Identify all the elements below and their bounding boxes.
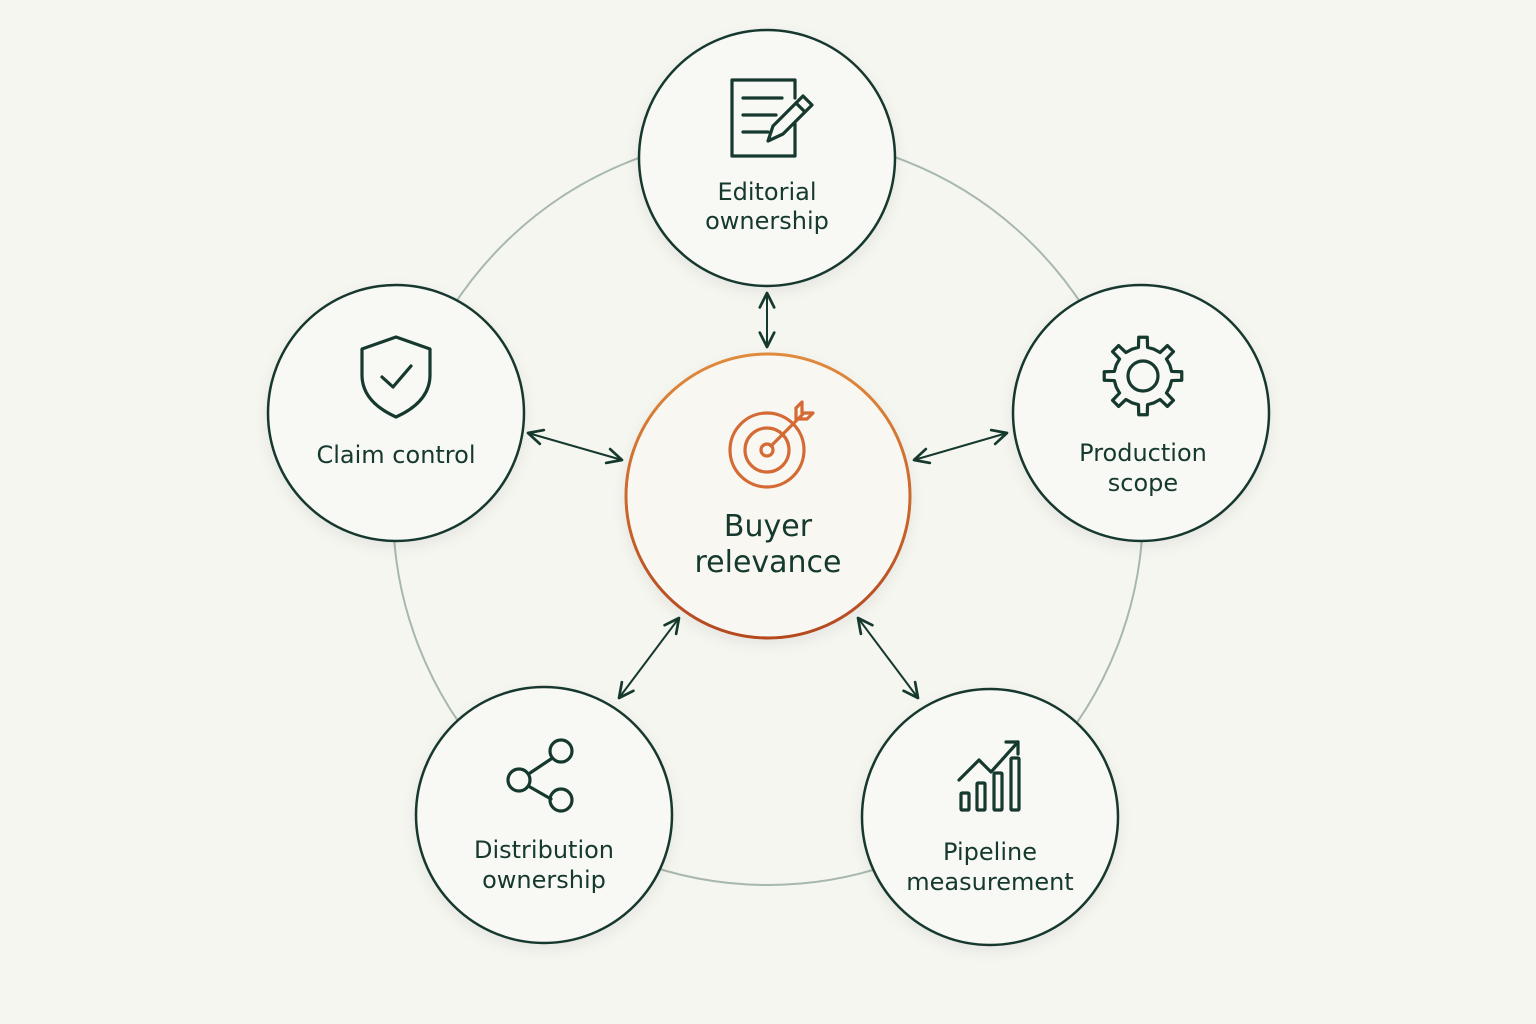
node-label-line1: Pipeline — [943, 838, 1037, 866]
connector-distribution — [617, 616, 681, 700]
node-label-line2: ownership — [482, 866, 606, 894]
node-editorial-ownership: Editorial ownership — [637, 28, 897, 288]
share-icon — [506, 738, 574, 813]
center-circle — [624, 352, 912, 640]
growth-chart-icon — [957, 740, 1021, 812]
node-label-line1: Production — [1079, 439, 1207, 467]
center-label-line2: relevance — [694, 545, 841, 580]
node-circle — [266, 283, 526, 543]
node-claim-control: Claim control — [266, 283, 526, 543]
node-production-scope: Production scope — [1011, 283, 1271, 543]
connectors — [526, 291, 1009, 700]
node-label-line1: Distribution — [474, 836, 614, 864]
node-circle — [414, 685, 674, 945]
target-icon — [728, 400, 815, 489]
connector-pipeline — [856, 616, 920, 700]
document-edit-icon — [730, 78, 814, 158]
connector-claim — [526, 428, 624, 465]
center-label-line1: Buyer — [724, 509, 813, 544]
node-label-line1: Editorial — [717, 178, 816, 206]
connector-production — [912, 428, 1009, 465]
node-label-line2: scope — [1108, 469, 1178, 497]
node-label-line2: ownership — [705, 207, 829, 235]
gear-icon — [1102, 335, 1184, 417]
node-pipeline-measurement: Pipeline measurement — [860, 687, 1120, 947]
gear-teeth-outline — [1102, 335, 1184, 417]
node-buyer-relevance: Buyer relevance — [624, 352, 912, 640]
node-circle — [1011, 283, 1271, 543]
node-circle — [637, 28, 897, 288]
node-label-line2: measurement — [906, 868, 1073, 896]
node-label-line1: Claim control — [317, 441, 476, 469]
shield-check-icon — [360, 335, 432, 419]
node-distribution-ownership: Distribution ownership — [414, 685, 674, 945]
node-circle — [860, 687, 1120, 947]
